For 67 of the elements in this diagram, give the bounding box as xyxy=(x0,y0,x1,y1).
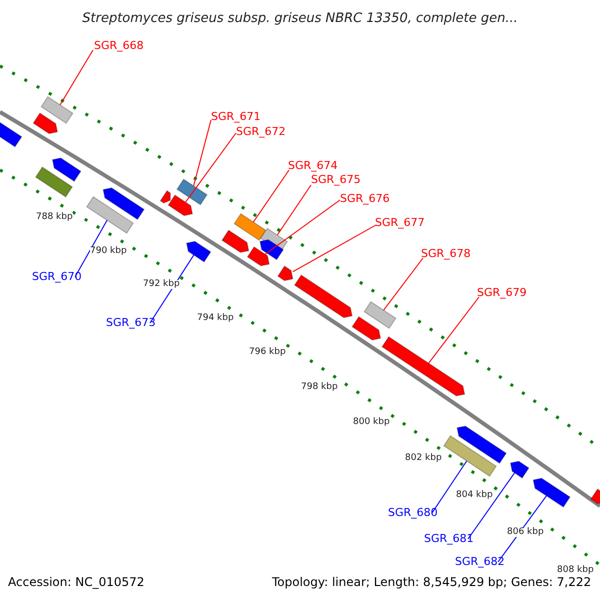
leader-line xyxy=(74,220,108,278)
scale-label: 788 kbp xyxy=(36,213,73,222)
scale-label: 806 kbp xyxy=(507,528,544,537)
gene-bar xyxy=(443,435,497,477)
gene-label: SGR_668 xyxy=(94,40,144,51)
scale-label: 792 kbp xyxy=(143,280,180,289)
gene-pointer xyxy=(294,274,353,318)
gene-pointer xyxy=(221,230,250,253)
gene-pointer xyxy=(510,460,530,479)
leader-line xyxy=(428,296,480,364)
gene-pointer xyxy=(381,336,466,396)
gene-label: SGR_673 xyxy=(106,317,156,328)
gene-pointer xyxy=(590,488,600,504)
gene-label: SGR_680 xyxy=(388,507,438,518)
gene-label: SGR_679 xyxy=(477,287,527,298)
leader-line xyxy=(252,170,290,223)
gene-pointer xyxy=(160,190,171,204)
gene-label: SGR_675 xyxy=(311,174,361,185)
gene-pointer xyxy=(52,157,82,182)
gene-label: SGR_682 xyxy=(455,556,505,567)
leader-line xyxy=(383,258,424,311)
gene-pointer xyxy=(259,239,284,260)
gene-pointer xyxy=(168,194,193,216)
leader-line xyxy=(185,132,236,203)
scale-label: 790 kbp xyxy=(90,247,127,256)
gene-label: SGR_674 xyxy=(288,160,338,171)
gene-label: SGR_681 xyxy=(424,533,474,544)
info-text: Accession: NC_010572 xyxy=(8,576,144,588)
gene-bar xyxy=(86,196,134,234)
gene-label: SGR_670 xyxy=(32,271,82,282)
scale-label: 798 kbp xyxy=(301,383,338,392)
leader-line xyxy=(264,200,340,255)
gene-pointer xyxy=(456,426,507,464)
gene-bar xyxy=(234,213,266,241)
scale-label: 804 kbp xyxy=(456,491,493,500)
scale-label: 800 kbp xyxy=(353,418,390,427)
scale-label: 794 kbp xyxy=(197,314,234,323)
scale-label: 808 kbp xyxy=(557,566,594,575)
leader-line xyxy=(498,495,547,562)
gene-bar xyxy=(40,96,74,124)
gene-bar xyxy=(364,301,396,329)
info-text: Topology: linear; Length: 8,545,929 bp; Genes: 7,222 xyxy=(272,576,592,588)
gene-label: SGR_676 xyxy=(340,193,390,204)
leader-line xyxy=(276,184,312,236)
gene-pointer xyxy=(352,316,382,341)
gene-pointer xyxy=(186,240,212,263)
leader-line xyxy=(468,472,516,540)
leader-line xyxy=(432,460,468,514)
gene-pointer xyxy=(32,112,58,134)
gene-label: SGR_678 xyxy=(421,248,471,259)
scale-label: 796 kbp xyxy=(249,348,286,357)
gene-pointer xyxy=(0,122,22,148)
gene-bar xyxy=(176,178,208,206)
gene-label: SGR_672 xyxy=(236,126,286,137)
gene-label: SGR_671 xyxy=(211,111,261,122)
gene-pointer xyxy=(277,265,294,282)
leader-line xyxy=(292,224,376,272)
gene-pointer xyxy=(532,478,571,508)
leader-line xyxy=(150,254,194,324)
leader-line xyxy=(60,50,94,106)
scale-label: 802 kbp xyxy=(405,454,442,463)
title: Streptomyces griseus subsp. griseus NBRC 13350, complete gen... xyxy=(81,12,519,25)
gene-pointer xyxy=(246,246,270,266)
leader-line xyxy=(193,120,212,186)
gene-bar xyxy=(35,166,73,198)
gene-pointer xyxy=(102,187,145,220)
gene-label: SGR_677 xyxy=(375,217,425,228)
